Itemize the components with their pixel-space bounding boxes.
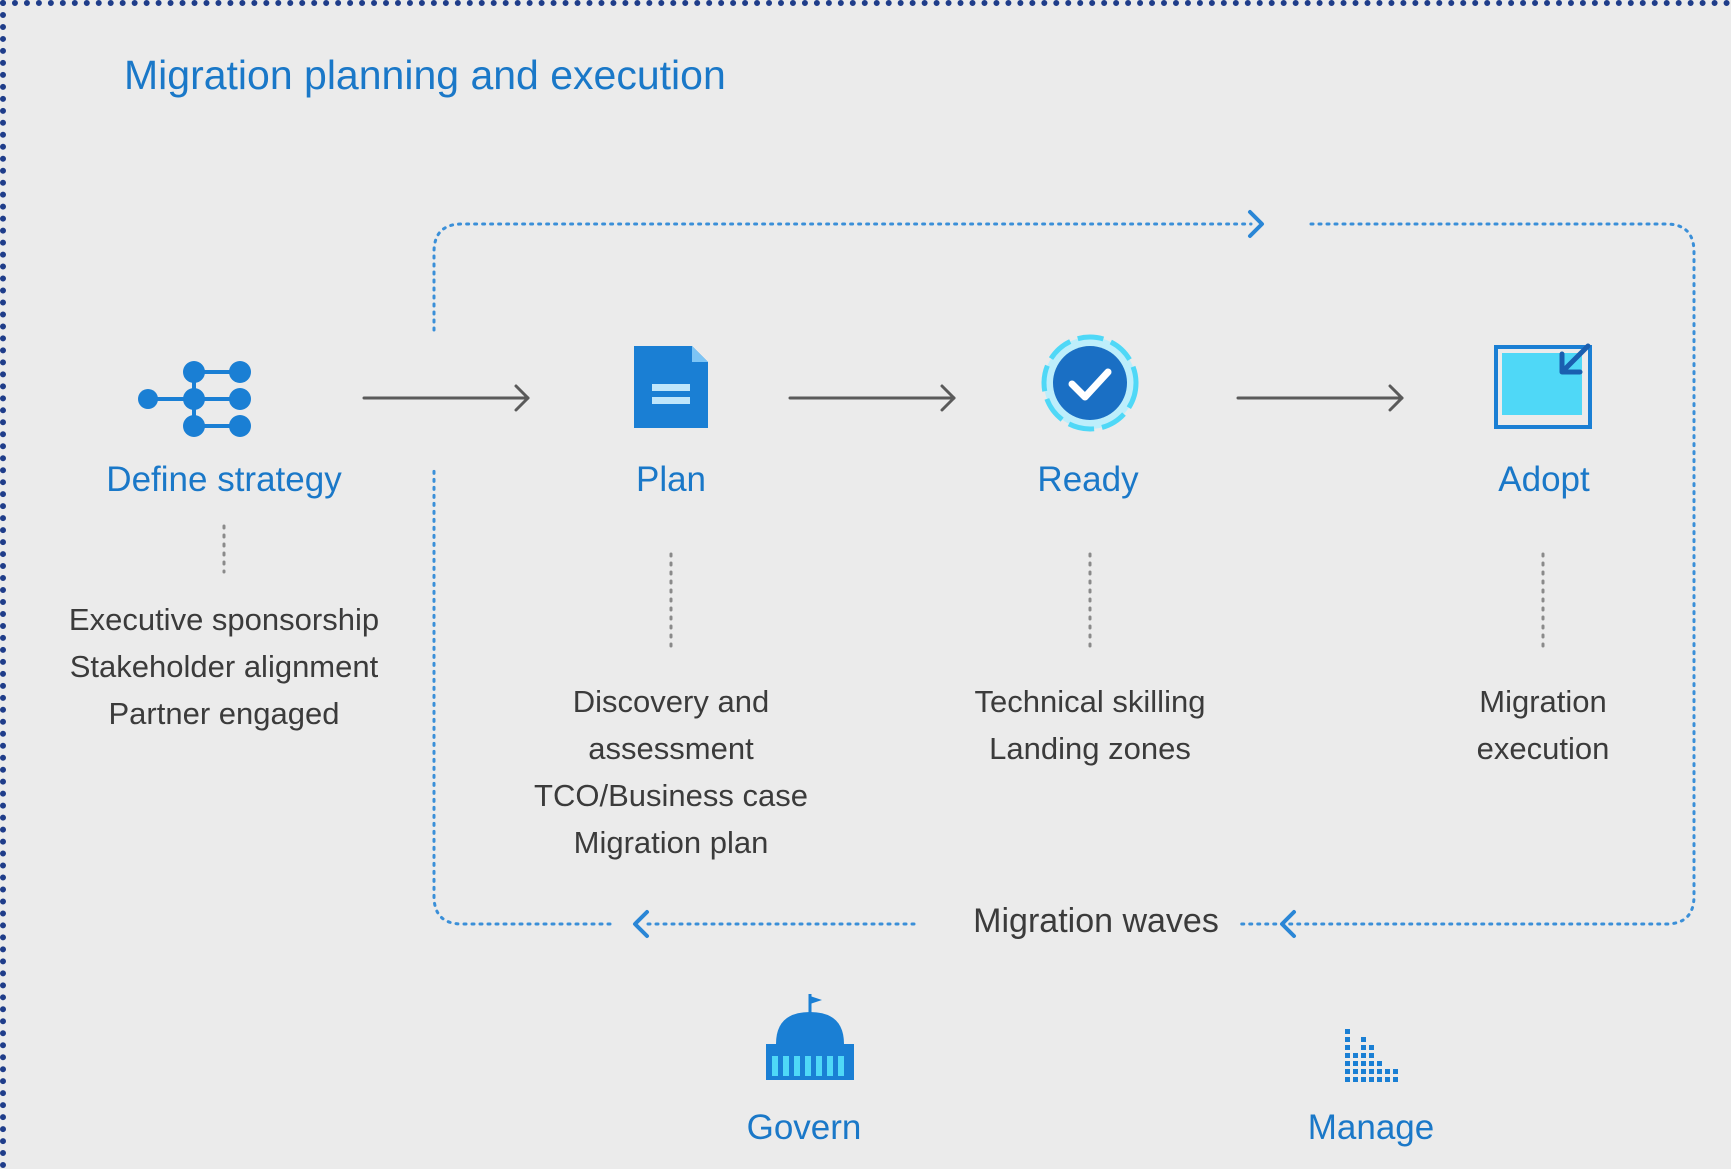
chart-dot <box>1393 1069 1398 1074</box>
loop-arrowhead-right <box>1248 210 1264 238</box>
strategy-network-icon <box>138 361 251 437</box>
capitol-building-icon <box>766 994 854 1080</box>
chart-dot <box>1377 1069 1382 1074</box>
diagram-graphics <box>138 210 1696 1082</box>
stage-items-adopt: Migration execution <box>1477 678 1610 772</box>
document-icon <box>634 346 708 428</box>
stage-item: Stakeholder alignment <box>69 649 379 684</box>
chart-dot <box>1369 1045 1374 1050</box>
chart-dot <box>1361 1061 1366 1066</box>
chart-dot <box>1345 1029 1350 1034</box>
chart-dot <box>1361 1045 1366 1050</box>
stage-item: Landing zones <box>989 731 1191 766</box>
stage-item: assessment <box>588 731 754 766</box>
stage-items-define-strategy: Executive sponsorship Stakeholder alignm… <box>69 596 379 737</box>
check-circle-icon <box>1041 334 1139 432</box>
chart-dot <box>1369 1061 1374 1066</box>
chart-dot <box>1369 1077 1374 1082</box>
chart-dot <box>1345 1053 1350 1058</box>
dot-bar-chart-icon <box>1345 1029 1398 1082</box>
chart-dot <box>1353 1061 1358 1066</box>
stage-item: TCO/Business case <box>534 778 808 813</box>
chart-dot <box>1361 1077 1366 1082</box>
chart-dot <box>1377 1077 1382 1082</box>
chart-dot <box>1345 1061 1350 1066</box>
stage-item: execution <box>1476 731 1610 766</box>
bottom-label-govern: Govern <box>746 1108 862 1147</box>
loop-arrowhead-left-2 <box>1280 910 1296 938</box>
stage-item: Migration <box>1479 684 1607 719</box>
stage-item: Partner engaged <box>108 696 340 731</box>
stage-label-plan: Plan <box>635 460 707 499</box>
chart-dot <box>1353 1053 1358 1058</box>
stage-items-ready: Technical skilling Landing zones <box>975 678 1206 772</box>
chart-dot <box>1361 1037 1366 1042</box>
stage-label-define-strategy: Define strategy <box>106 460 342 499</box>
chart-dot <box>1353 1077 1358 1082</box>
stage-item: Migration plan <box>573 825 769 860</box>
loop-label: Migration waves <box>973 902 1219 940</box>
chart-dot <box>1345 1045 1350 1050</box>
loop-connector-top <box>432 222 1696 926</box>
chart-dot <box>1369 1069 1374 1074</box>
stage-label-adopt: Adopt <box>1498 460 1590 499</box>
stage-items-plan: Discovery and assessment TCO/Business ca… <box>534 678 808 866</box>
stage-item: Technical skilling <box>974 684 1206 719</box>
chart-dot <box>1377 1061 1382 1066</box>
loop-arrowhead-left-1 <box>633 910 649 938</box>
chart-dot <box>1345 1077 1350 1082</box>
stage-item: Discovery and <box>572 684 770 719</box>
chart-dot <box>1385 1069 1390 1074</box>
adopt-arrow-box-icon <box>1494 343 1592 429</box>
label-separators <box>222 524 1545 648</box>
stage-item: Executive sponsorship <box>68 602 380 637</box>
chart-dot <box>1345 1037 1350 1042</box>
chart-dot <box>1361 1069 1366 1074</box>
bottom-label-manage: Manage <box>1307 1108 1435 1147</box>
chart-dot <box>1353 1069 1358 1074</box>
chart-dot <box>1393 1077 1398 1082</box>
page-title: Migration planning and execution <box>124 52 726 98</box>
chart-dot <box>1385 1077 1390 1082</box>
stage-arrows <box>362 384 1404 412</box>
chart-dot <box>1369 1053 1374 1058</box>
chart-dot <box>1345 1069 1350 1074</box>
stage-label-ready: Ready <box>1037 460 1139 499</box>
chart-dot <box>1361 1053 1366 1058</box>
